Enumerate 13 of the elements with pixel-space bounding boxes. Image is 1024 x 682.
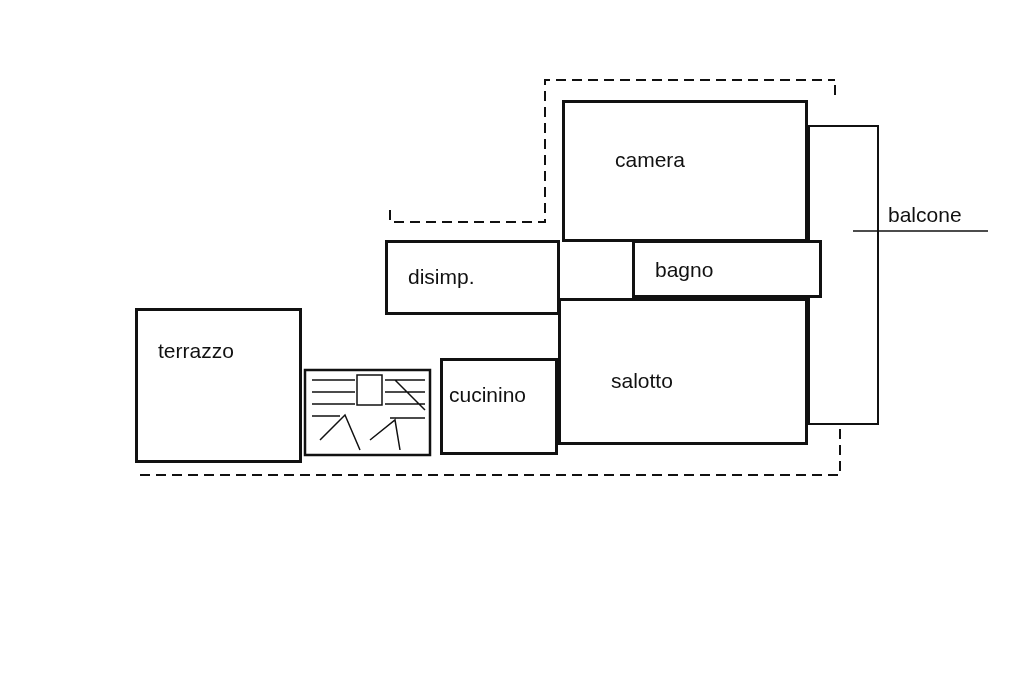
room-outline xyxy=(632,240,822,298)
room-outline xyxy=(440,358,558,455)
room-label: bagno xyxy=(655,258,714,282)
room-label: disimp. xyxy=(408,265,475,289)
room-outline xyxy=(558,298,808,445)
room-label: balcone xyxy=(888,203,962,227)
room-label: cucinino xyxy=(449,383,527,407)
room-label: camera xyxy=(615,148,686,172)
room-outline xyxy=(562,100,808,242)
room-outline xyxy=(135,308,302,463)
room-label: salotto xyxy=(611,369,673,393)
room-outline xyxy=(385,240,560,315)
room-label: terrazzo xyxy=(158,339,234,363)
